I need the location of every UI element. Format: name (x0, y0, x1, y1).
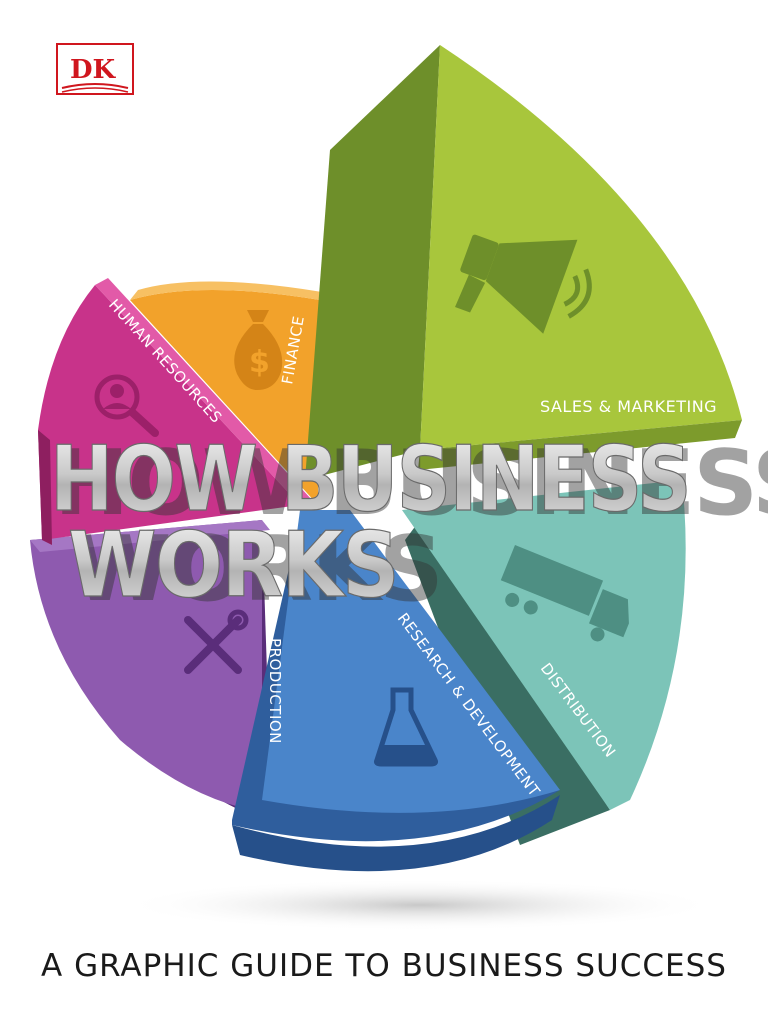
segment-production (30, 520, 272, 825)
segment-label-production: PRODUCTION (266, 638, 284, 744)
title-line-2: WORKS (68, 513, 398, 618)
title-line-1: HOW BUSINESS (50, 427, 690, 532)
subtitle: A GRAPHIC GUIDE TO BUSINESS SUCCESS (41, 948, 727, 984)
segment-research-development (232, 510, 560, 872)
money-bag-icon: $ (234, 310, 283, 390)
segment-distribution (402, 480, 686, 845)
logo-text: DK (70, 55, 117, 85)
title-line-1-shadow: HOW BUSINESS (54, 431, 768, 536)
segment-human-resources (38, 278, 312, 545)
segment-label-sales-marketing: SALES & MARKETING (540, 397, 717, 416)
person-search-icon (94, 374, 159, 437)
svg-text:$: $ (249, 345, 270, 380)
floor-shadow (120, 879, 720, 931)
title-line-2-shadow: WORKS (72, 517, 442, 622)
megaphone-icon (455, 234, 592, 334)
truck-icon (500, 545, 629, 642)
segment-sales-marketing (305, 45, 742, 480)
tools-icon (184, 609, 249, 674)
flask-icon (374, 687, 438, 767)
publisher-logo: DK (56, 43, 134, 95)
